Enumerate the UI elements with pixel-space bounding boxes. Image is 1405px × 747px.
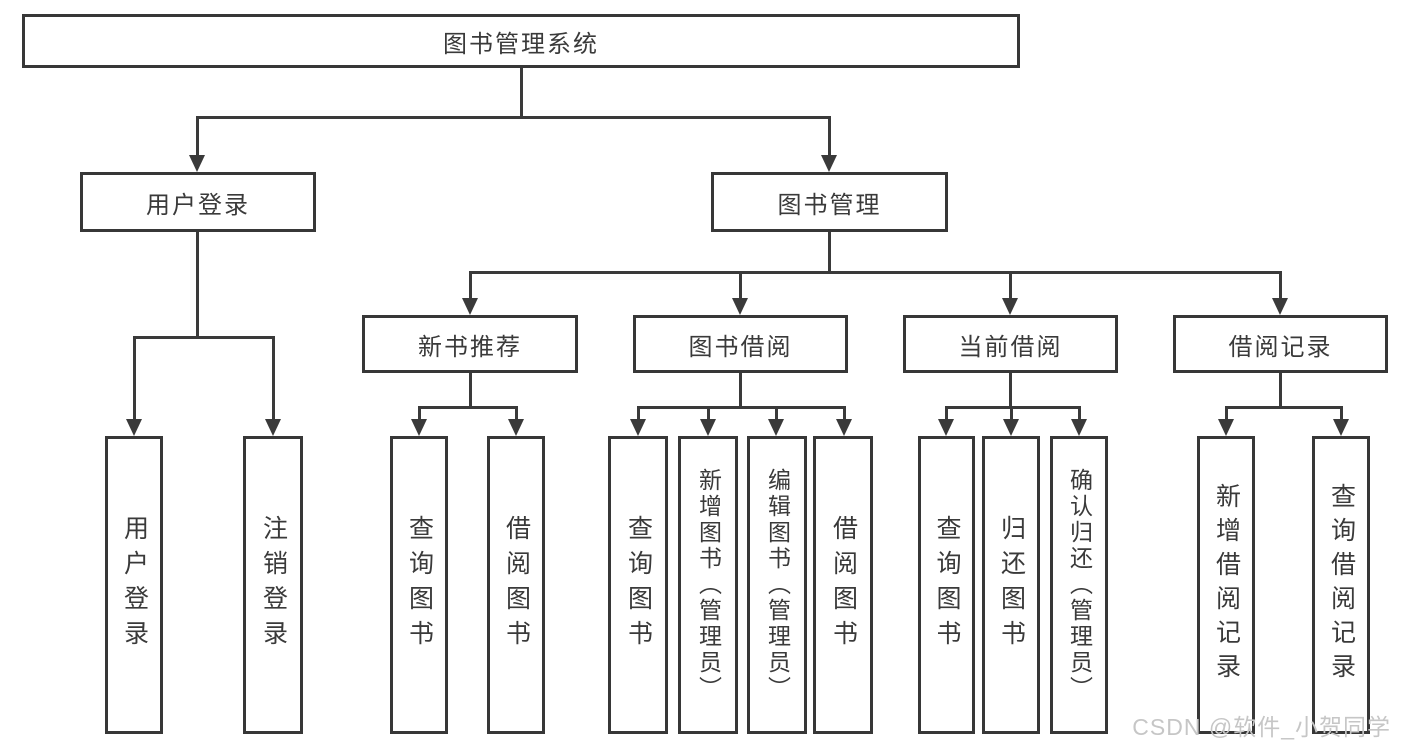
arrowhead-down-icon — [700, 419, 716, 436]
connector-line — [827, 232, 831, 274]
leaf-add-borrow-record-label: 新增借阅记录 — [1212, 483, 1241, 687]
leaf-logout-label: 注销登录 — [259, 515, 288, 655]
leaf-add-borrow-record: 新增借阅记录 — [1197, 436, 1255, 734]
connector-line — [1224, 406, 1228, 422]
leaf-logout: 注销登录 — [243, 436, 303, 734]
arrowhead-down-icon — [1002, 298, 1018, 315]
leaf-query-borrow-record-label: 查询借阅记录 — [1327, 483, 1356, 687]
connector-line — [842, 406, 846, 422]
node-book-management-label: 图书管理 — [777, 191, 882, 219]
arrowhead-down-icon — [411, 419, 427, 436]
arrowhead-down-icon — [1218, 419, 1234, 436]
connector-line — [519, 68, 523, 119]
connector-line — [944, 406, 948, 422]
connector-line — [195, 232, 199, 339]
leaf-return-book: 归还图书 — [982, 436, 1040, 734]
connector-line — [132, 336, 136, 422]
connector-line — [1009, 406, 1013, 422]
leaf-query-book-3-label: 查询图书 — [933, 515, 961, 655]
node-borrow-records-label: 借阅记录 — [1228, 333, 1333, 361]
connector-line — [417, 406, 518, 409]
connector-line — [1008, 271, 1012, 301]
node-user-login: 用户登录 — [80, 172, 316, 232]
connector-line — [468, 271, 1282, 274]
connector-line — [738, 271, 742, 301]
connector-line — [706, 406, 710, 422]
arrowhead-down-icon — [732, 298, 748, 315]
arrowhead-down-icon — [1071, 419, 1087, 436]
arrowhead-down-icon — [462, 298, 478, 315]
leaf-confirm-return-label: 确认归还（管理员） — [1066, 468, 1093, 702]
connector-line — [1278, 373, 1282, 409]
connector-line — [1339, 406, 1343, 422]
arrowhead-down-icon — [189, 155, 205, 172]
node-book-borrow: 图书借阅 — [633, 315, 848, 373]
connector-line — [514, 406, 518, 422]
connector-line — [1077, 406, 1081, 422]
arrowhead-down-icon — [1272, 298, 1288, 315]
connector-line — [1278, 271, 1282, 301]
connector-line — [417, 406, 421, 422]
node-borrow-records: 借阅记录 — [1173, 315, 1388, 373]
connector-line — [944, 406, 1081, 409]
leaf-add-book: 新增图书（管理员） — [678, 436, 738, 734]
node-current-borrow-label: 当前借阅 — [958, 333, 1063, 361]
connector-line — [195, 116, 199, 158]
arrowhead-down-icon — [1003, 419, 1019, 436]
leaf-query-book-1-label: 查询图书 — [405, 515, 434, 655]
connector-line — [827, 116, 831, 158]
connector-line — [271, 336, 275, 422]
node-root-label: 图书管理系统 — [443, 30, 599, 58]
connector-line — [636, 406, 846, 409]
arrowhead-down-icon — [630, 419, 646, 436]
leaf-query-book-2: 查询图书 — [608, 436, 668, 734]
node-new-book-recommend: 新书推荐 — [362, 315, 578, 373]
leaf-borrow-book-1-label: 借阅图书 — [502, 515, 531, 655]
arrowhead-down-icon — [126, 419, 142, 436]
connector-line — [468, 373, 472, 409]
leaf-return-book-label: 归还图书 — [997, 515, 1026, 655]
leaf-borrow-book-2: 借阅图书 — [813, 436, 873, 734]
leaf-user-login-label: 用户登录 — [120, 515, 149, 655]
leaf-query-borrow-record: 查询借阅记录 — [1312, 436, 1370, 734]
leaf-query-book-3: 查询图书 — [918, 436, 975, 734]
connector-line — [774, 406, 778, 422]
arrowhead-down-icon — [768, 419, 784, 436]
connector-line — [636, 406, 640, 422]
leaf-confirm-return: 确认归还（管理员） — [1050, 436, 1108, 734]
arrowhead-down-icon — [508, 419, 524, 436]
arrowhead-down-icon — [1333, 419, 1349, 436]
node-book-borrow-label: 图书借阅 — [688, 333, 793, 361]
node-new-book-recommend-label: 新书推荐 — [418, 333, 522, 361]
leaf-user-login: 用户登录 — [105, 436, 163, 734]
leaf-query-book-2-label: 查询图书 — [624, 515, 653, 655]
arrowhead-down-icon — [938, 419, 954, 436]
leaf-borrow-book-2-label: 借阅图书 — [829, 515, 858, 655]
leaf-edit-book-label: 编辑图书（管理员） — [764, 468, 791, 702]
node-current-borrow: 当前借阅 — [903, 315, 1118, 373]
connector-line — [1008, 373, 1012, 409]
arrowhead-down-icon — [821, 155, 837, 172]
node-root: 图书管理系统 — [22, 14, 1020, 68]
connector-line — [195, 116, 831, 119]
leaf-query-book-1: 查询图书 — [390, 436, 448, 734]
node-book-management: 图书管理 — [711, 172, 948, 232]
connector-line — [1224, 406, 1343, 409]
arrowhead-down-icon — [265, 419, 281, 436]
node-user-login-label: 用户登录 — [146, 191, 250, 219]
connector-line — [738, 373, 742, 409]
leaf-edit-book: 编辑图书（管理员） — [747, 436, 807, 734]
leaf-add-book-label: 新增图书（管理员） — [695, 468, 722, 702]
connector-line — [132, 336, 275, 339]
leaf-borrow-book-1: 借阅图书 — [487, 436, 545, 734]
arrowhead-down-icon — [836, 419, 852, 436]
connector-line — [468, 271, 472, 301]
